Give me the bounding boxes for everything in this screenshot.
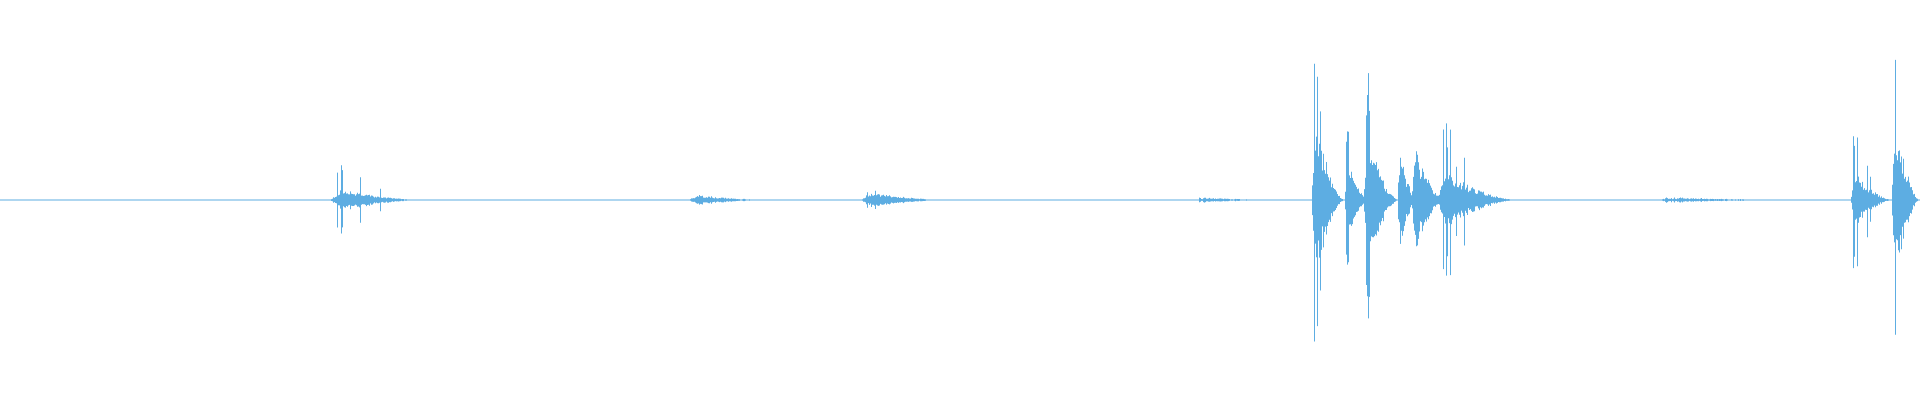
waveform-samples [331,59,1918,342]
